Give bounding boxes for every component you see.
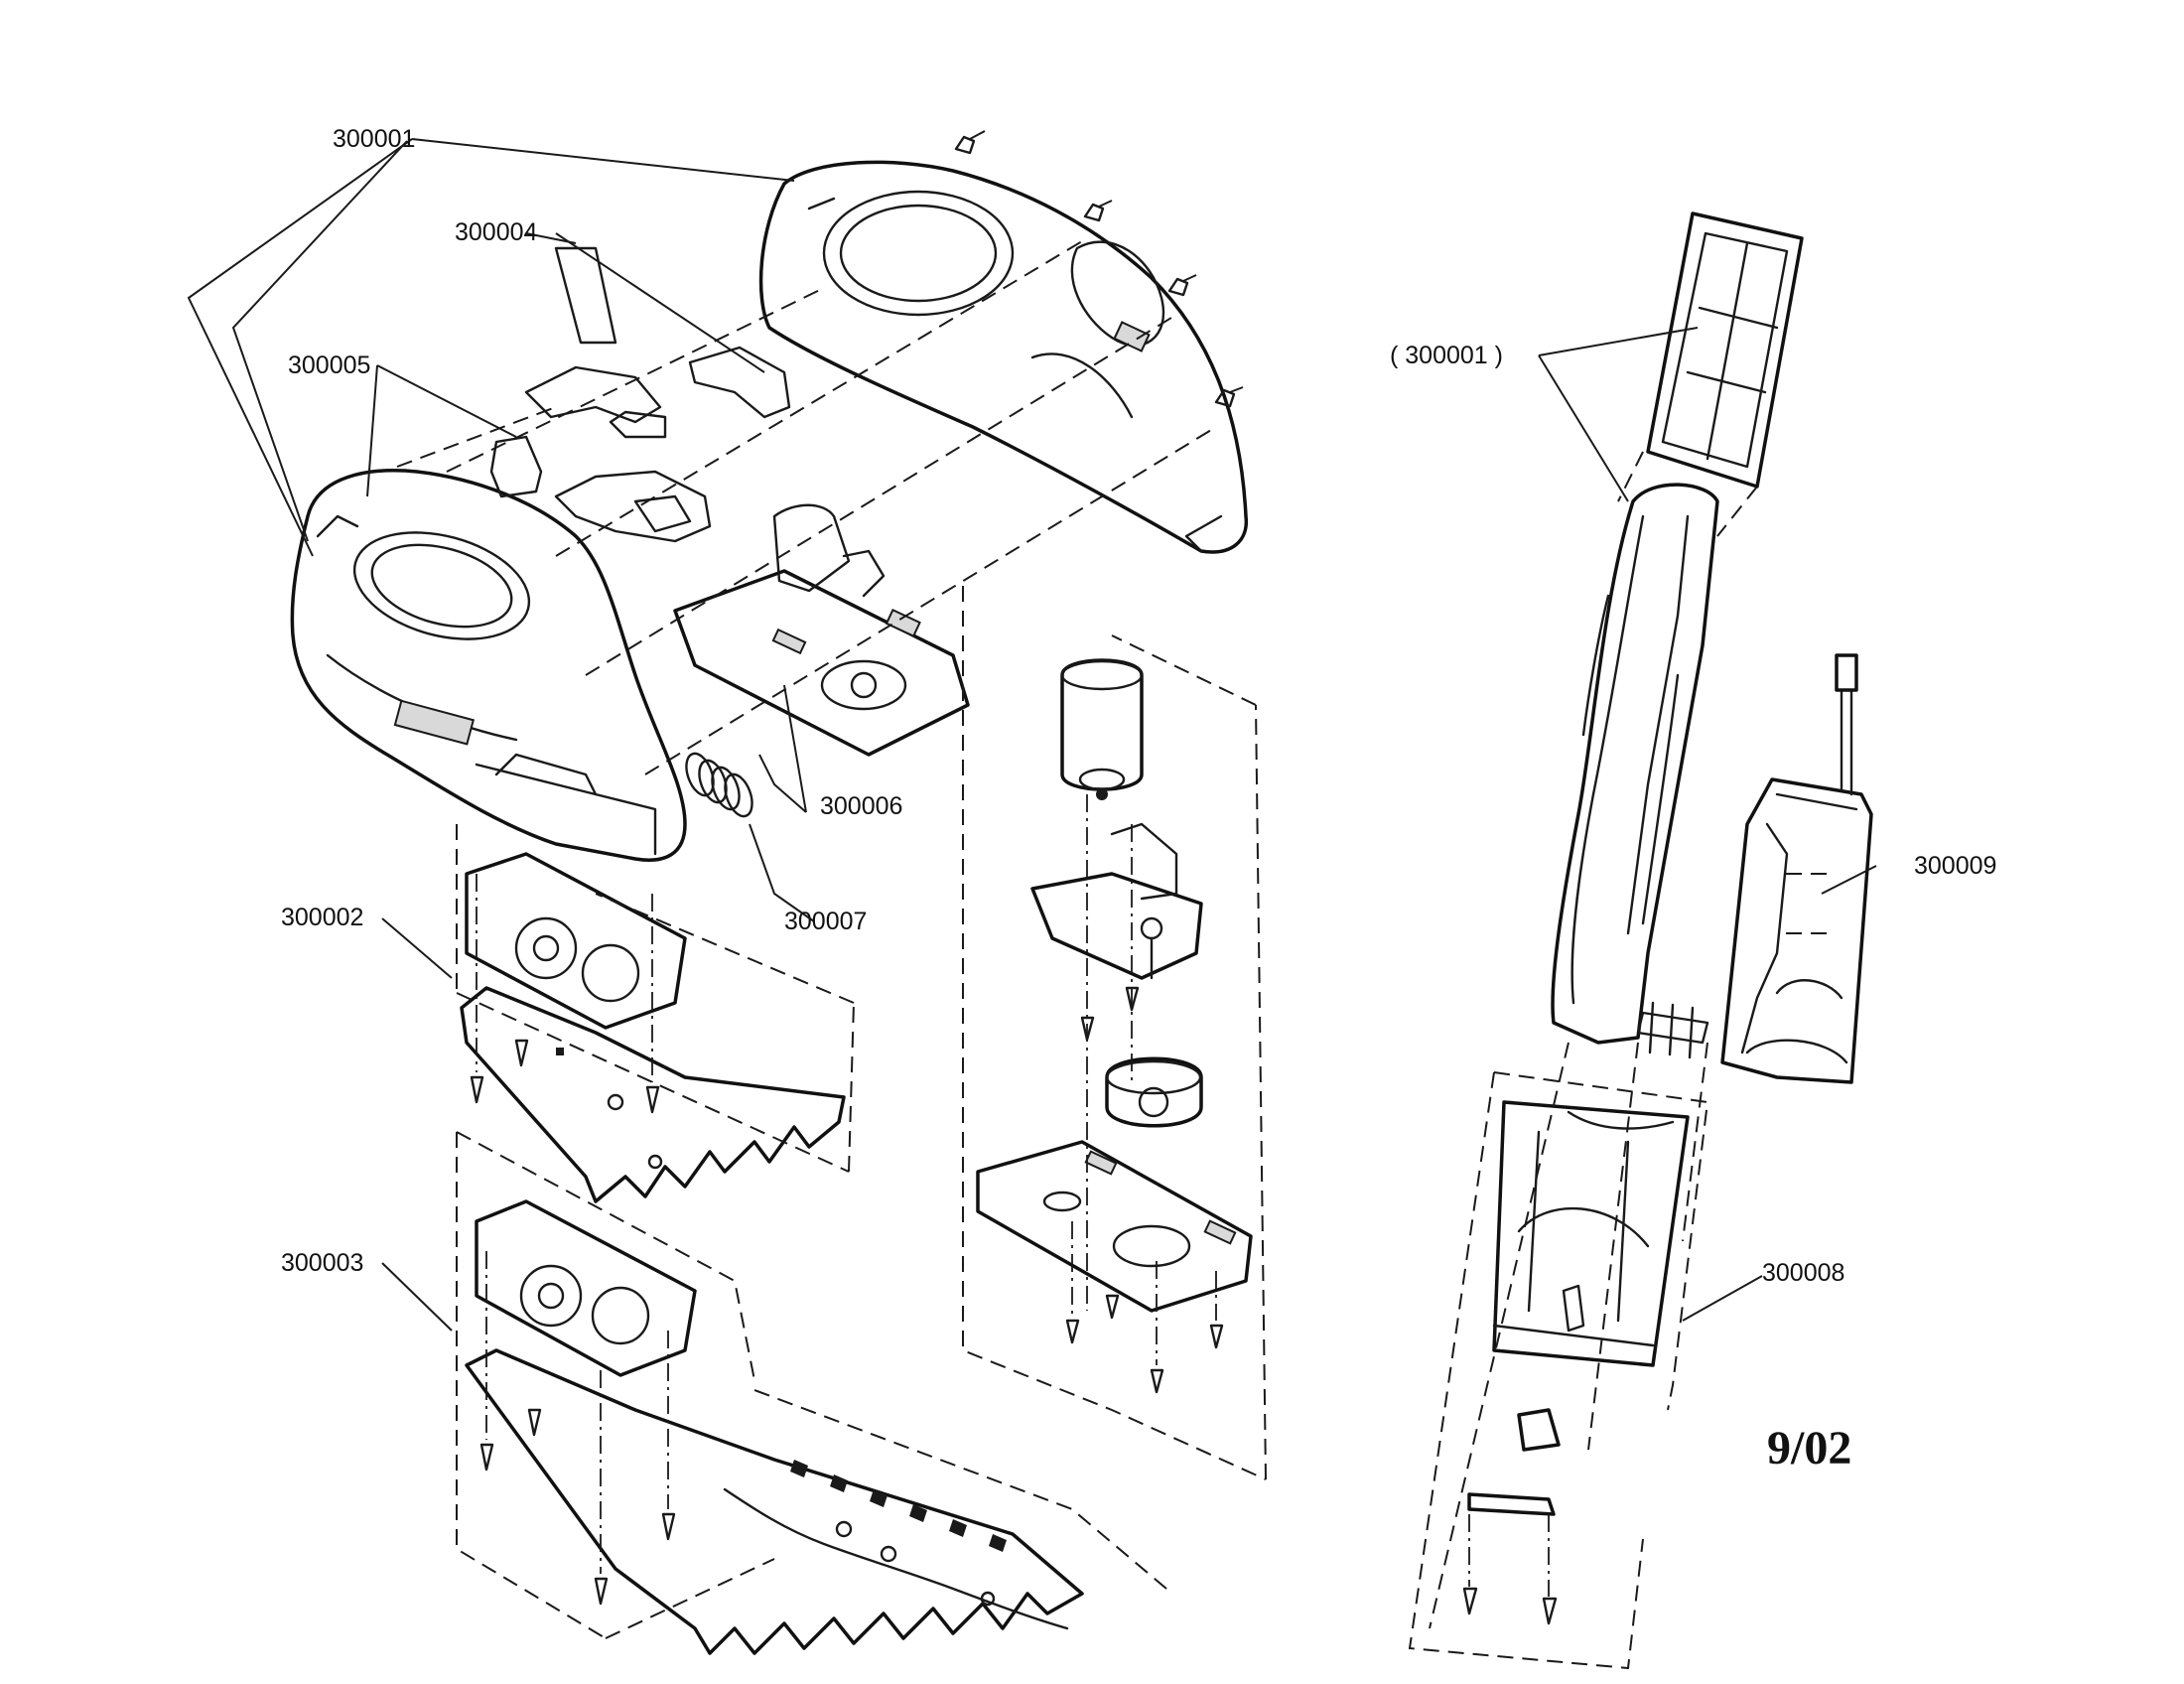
part-label-300007: 300007 xyxy=(784,908,868,935)
upper-blade xyxy=(460,986,846,1203)
group-boxes-right xyxy=(1408,451,1758,1670)
charger-base xyxy=(1492,1100,1690,1367)
switch-parts xyxy=(489,246,791,543)
lower-blade xyxy=(465,1348,1084,1655)
charger-connector xyxy=(1462,1408,1561,1625)
motor-bracket xyxy=(673,503,970,757)
gearbox-upper xyxy=(465,852,687,1030)
alignment-lines-left xyxy=(396,237,1217,775)
spring xyxy=(685,752,753,818)
part-label-300003: 300003 xyxy=(281,1249,364,1277)
revision-date: 9/02 xyxy=(1767,1422,1852,1474)
part-label-300001-ref: ( 300001 ) xyxy=(1390,342,1503,369)
part-label-300005: 300005 xyxy=(288,351,371,379)
part-label-300008: 300008 xyxy=(1762,1259,1845,1287)
gearbox-lower xyxy=(475,1199,697,1377)
main-housing xyxy=(290,469,687,862)
motor-screws xyxy=(1065,794,1224,1394)
part-label-300002: 300002 xyxy=(281,904,364,931)
battery-pack xyxy=(1720,653,1873,1084)
blade-screws xyxy=(470,874,676,1606)
leader-lines-left xyxy=(187,138,815,1332)
terminal-clip xyxy=(1636,1001,1709,1059)
motor xyxy=(1060,658,1144,800)
battery-cover xyxy=(1646,211,1804,489)
motor-gear xyxy=(1105,1056,1203,1128)
part-label-300009: 300009 xyxy=(1914,852,1997,880)
top-cover-housing xyxy=(758,160,1248,554)
cover-screws xyxy=(954,130,1244,408)
group-boxes-left xyxy=(456,586,1267,1639)
handle-housing xyxy=(1551,483,1719,1045)
lower-motor-bracket xyxy=(976,1140,1253,1313)
leader-lines-right xyxy=(1538,327,1877,1322)
part-label-300004: 300004 xyxy=(455,218,538,246)
motor-mount xyxy=(1030,822,1203,980)
part-label-300001: 300001 xyxy=(333,125,416,153)
part-label-300006: 300006 xyxy=(820,792,903,820)
